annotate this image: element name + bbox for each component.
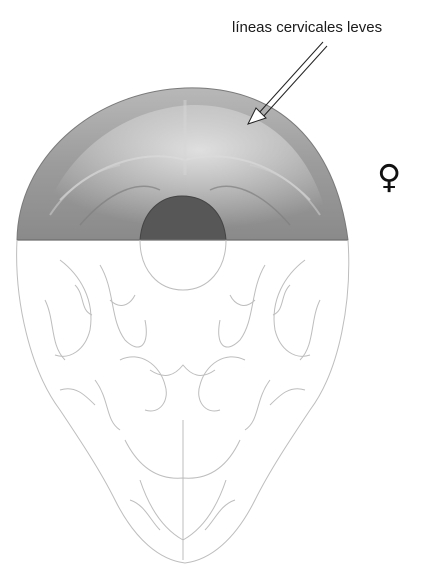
female-symbol-icon: ♀	[377, 160, 401, 193]
skull-base-outline	[17, 240, 349, 563]
annotation-arrow	[248, 42, 327, 124]
cervical-lines-label: líneas cervicales leves	[232, 19, 382, 36]
